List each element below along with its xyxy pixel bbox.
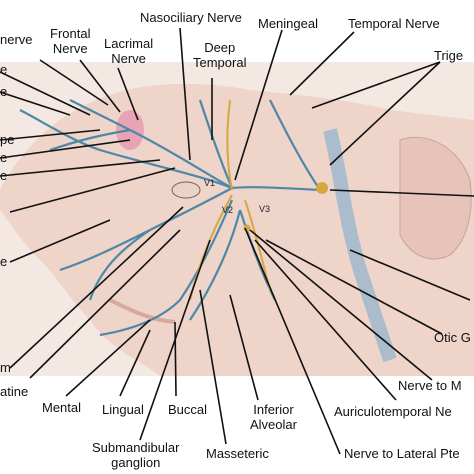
label-mental: Mental <box>42 400 82 415</box>
label-otic-ganglion: Otic G <box>434 330 471 345</box>
label-masseteric: Masseteric <box>206 446 269 461</box>
label-left-m: m <box>0 360 11 375</box>
v1-label: V1 <box>204 178 215 188</box>
v2-label: V2 <box>222 205 233 215</box>
label-submandibular-ganglion: Submandibular ganglion <box>92 440 180 470</box>
label-palatine: atine <box>0 384 29 399</box>
label-left-e1: e <box>0 62 8 77</box>
v3-label: V3 <box>259 204 270 214</box>
otic-ganglion-dot <box>243 224 251 232</box>
label-frontal-nerve: Frontal Nerve <box>50 26 91 56</box>
leader-lines <box>0 27 474 455</box>
label-left-e3: e <box>0 150 8 165</box>
label-inferior-alveolar: Inferior Alveolar <box>250 402 297 432</box>
label-left-e5: e <box>0 254 8 269</box>
lip-region <box>109 298 176 324</box>
label-left-e4: e <box>0 168 8 183</box>
label-nasociliary-nerve: Nasociliary Nerve <box>140 10 242 25</box>
vessel-bundle <box>323 128 397 363</box>
label-left-pe: pe <box>0 132 15 147</box>
ear-region <box>399 136 472 260</box>
label-nerve-top-left: nerve <box>0 32 33 47</box>
label-lacrimal-nerve: Lacrimal Nerve <box>104 36 154 66</box>
label-nerve-to-medial: Nerve to M <box>398 378 462 393</box>
label-trigeminal: Trige <box>434 48 464 63</box>
label-deep-temporal: Deep Temporal <box>193 40 247 70</box>
trigeminal-ganglion <box>316 182 328 194</box>
label-meningeal: Meningeal <box>258 16 318 31</box>
label-temporal-nerve: Temporal Nerve <box>348 16 440 31</box>
label-lingual: Lingual <box>102 402 144 417</box>
label-left-e2: e <box>0 84 8 99</box>
label-auriculotemporal: Auriculotemporal Ne <box>334 404 452 419</box>
blue-nerve-branches <box>19 99 321 337</box>
eyeball <box>171 181 201 199</box>
label-nerve-to-lateral: Nerve to Lateral Pte <box>344 446 460 461</box>
label-buccal: Buccal <box>168 402 208 417</box>
